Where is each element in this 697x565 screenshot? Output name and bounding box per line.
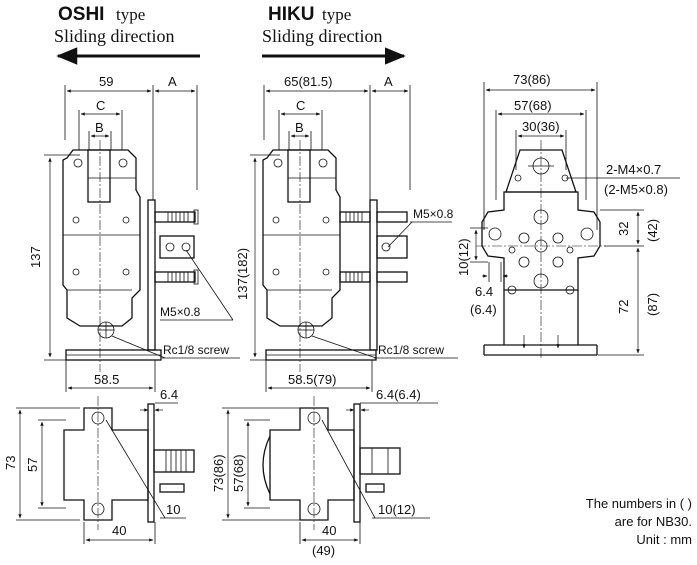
front-w1-label: 73(86) bbox=[513, 72, 551, 87]
hiku-top-view: 6.4(6.4) 73(86) 57(68) 10(12) 40 (49) bbox=[211, 387, 438, 558]
oshi-height-label: 137 bbox=[28, 246, 43, 268]
note-line-2: are for NB30. bbox=[615, 514, 692, 529]
hiku-c-label: C bbox=[296, 98, 305, 113]
oshi-foot-label: 40 bbox=[112, 523, 126, 538]
hiku-inner-label: 57(68) bbox=[231, 454, 246, 492]
hiku-depth-label: 73(86) bbox=[211, 454, 226, 492]
front-view: 73(86) 57(68) 30(36) bbox=[456, 72, 680, 358]
hiku-thread-label: M5×0.8 bbox=[413, 207, 454, 221]
oshi-a-label: A bbox=[168, 74, 177, 89]
oshi-side-label: 10 bbox=[166, 502, 180, 517]
oshi-header: OSHI type Sliding direction bbox=[54, 4, 200, 65]
hiku-side-label: 10(12) bbox=[378, 502, 416, 517]
oshi-base-label: 58.5 bbox=[94, 372, 119, 387]
oshi-thread-label: M5×0.8 bbox=[160, 305, 201, 319]
hiku-width-label: 65(81.5) bbox=[284, 74, 332, 89]
front-p10-label: 10(12) bbox=[456, 238, 471, 276]
hiku-gap-label: 6.4(6.4) bbox=[376, 387, 421, 402]
front-h42-label: (42) bbox=[645, 219, 660, 242]
oshi-type-word: type bbox=[116, 5, 145, 24]
oshi-b-label: B bbox=[95, 120, 104, 135]
front-h72-label: 72 bbox=[616, 300, 631, 314]
note: The numbers in ( ) are for NB30. Unit : … bbox=[586, 496, 692, 547]
front-p64a-label: 6.4 bbox=[475, 284, 493, 299]
hiku-port-label: Rc1/8 screw bbox=[378, 343, 444, 357]
oshi-side-view: 59 A C B 137 bbox=[28, 74, 240, 392]
oshi-port-label: Rc1/8 screw bbox=[163, 343, 229, 357]
note-line-3: Unit : mm bbox=[636, 532, 692, 547]
hiku-header: HIKU type Sliding direction bbox=[262, 4, 406, 65]
note-line-1: The numbers in ( ) bbox=[586, 496, 692, 511]
oshi-name: OSHI bbox=[58, 4, 104, 25]
oshi-top-view: 6.4 73 57 10 40 bbox=[3, 387, 195, 544]
hiku-a-label: A bbox=[384, 74, 393, 89]
oshi-inner-label: 57 bbox=[25, 458, 40, 472]
front-h32-label: 32 bbox=[616, 222, 631, 236]
oshi-width-label: 59 bbox=[99, 74, 113, 89]
front-w2-label: 57(68) bbox=[514, 98, 552, 113]
front-tap2-label: (2-M5×0.8) bbox=[604, 182, 668, 197]
front-tap1-label: 2-M4×0.7 bbox=[606, 162, 661, 177]
hiku-foot2-label: (49) bbox=[312, 543, 335, 558]
hiku-side-view: 65(81.5) A C B 137(182) bbox=[235, 74, 458, 392]
oshi-depth-label: 73 bbox=[3, 456, 18, 470]
oshi-c-label: C bbox=[96, 98, 105, 113]
hiku-direction: Sliding direction bbox=[262, 26, 383, 46]
hiku-type-word: type bbox=[322, 5, 351, 24]
hiku-height-label: 137(182) bbox=[235, 248, 250, 300]
hiku-foot-label: 40 bbox=[322, 523, 336, 538]
front-w3-label: 30(36) bbox=[522, 119, 560, 134]
front-p64b-label: (6.4) bbox=[470, 302, 497, 317]
front-h87-label: (87) bbox=[645, 293, 660, 316]
oshi-direction: Sliding direction bbox=[54, 26, 175, 46]
hiku-name: HIKU bbox=[268, 4, 314, 25]
oshi-gap-label: 6.4 bbox=[160, 387, 178, 402]
hiku-b-label: B bbox=[295, 120, 304, 135]
hiku-base-label: 58.5(79) bbox=[288, 372, 336, 387]
